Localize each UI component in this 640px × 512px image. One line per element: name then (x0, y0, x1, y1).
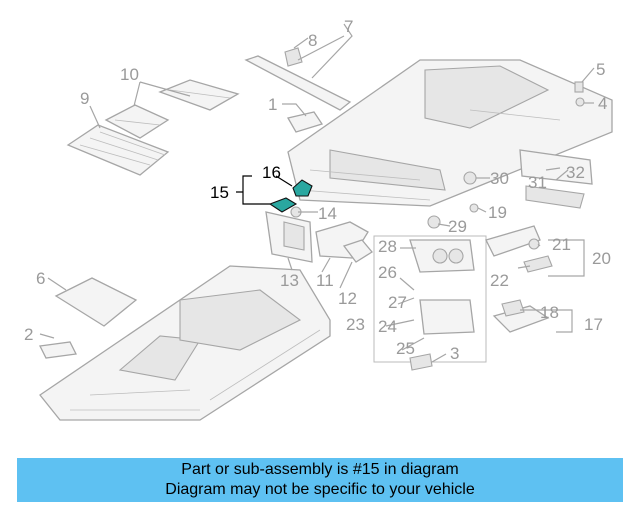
leader-lines (39, 23, 595, 363)
clip-19 (469, 203, 479, 213)
callout-19: 19 (488, 203, 507, 222)
callout-26: 26 (378, 263, 397, 282)
callout-20: 20 (592, 249, 611, 268)
callout-27: 27 (388, 293, 407, 312)
headliner-upper (287, 59, 613, 207)
callout-4: 4 (598, 94, 607, 113)
bulb-21 (528, 238, 540, 250)
sunroof-glass-6 (54, 277, 138, 327)
callout-2: 2 (24, 325, 33, 344)
reading-lamp-31 (519, 149, 593, 185)
clip-3 (409, 353, 433, 371)
callout-22: 22 (490, 271, 509, 290)
callout-labels: 1 2 3 4 5 6 7 8 9 10 11 12 13 14 15 16 1… (24, 17, 611, 363)
callout-3: 3 (450, 344, 459, 363)
callout-8: 8 (308, 31, 317, 50)
callout-31: 31 (528, 173, 547, 192)
sun-visor-13 (265, 211, 313, 263)
bulb-18 (501, 299, 525, 317)
callout-18: 18 (540, 303, 559, 322)
callout-12: 12 (338, 289, 357, 308)
switch-29 (427, 215, 441, 229)
visor-hinge-16 (292, 179, 313, 197)
callout-9: 9 (80, 89, 89, 108)
headliner-lower (39, 265, 331, 421)
bulb-30 (463, 171, 477, 185)
handle-12 (342, 239, 373, 263)
callout-5: 5 (596, 60, 605, 79)
banner-line-1: Part or sub-assembly is #15 in diagram (181, 461, 459, 478)
callout-16: 16 (262, 163, 281, 182)
callout-17: 17 (584, 315, 603, 334)
bracket-20 (485, 225, 541, 257)
fastener-4 (575, 97, 585, 107)
callout-30: 30 (490, 169, 509, 188)
visor-hinge-15 (268, 197, 298, 213)
callout-11: 11 (316, 271, 334, 290)
clip-8 (284, 47, 303, 67)
clip-5 (574, 81, 584, 93)
callout-28: 28 (378, 237, 397, 256)
overhead-console (373, 235, 487, 363)
grab-handle-2 (39, 341, 77, 359)
callout-6: 6 (36, 269, 45, 288)
sunroof-panel-9 (66, 124, 170, 176)
callout-29: 29 (448, 217, 467, 236)
callout-32: 32 (566, 163, 585, 182)
callout-1: 1 (268, 95, 277, 114)
grab-handle-1 (287, 111, 324, 133)
lamp-cover-32 (525, 185, 585, 209)
sunroof-panel-10 (104, 79, 240, 139)
callout-25: 25 (396, 339, 415, 358)
callout-15: 15 (210, 183, 229, 202)
info-banner: Part or sub-assembly is #15 in diagram D… (17, 458, 623, 502)
callout-13: 13 (280, 271, 299, 290)
lamp-22 (523, 255, 553, 273)
callout-7: 7 (344, 17, 353, 36)
banner-line-2: Diagram may not be specific to your vehi… (165, 481, 475, 498)
callout-10: 10 (120, 65, 139, 84)
roof-rail-7 (244, 55, 352, 111)
callout-21: 21 (552, 235, 571, 254)
callout-23: 23 (346, 315, 365, 334)
callout-14: 14 (318, 204, 337, 223)
callout-24: 24 (378, 317, 397, 336)
